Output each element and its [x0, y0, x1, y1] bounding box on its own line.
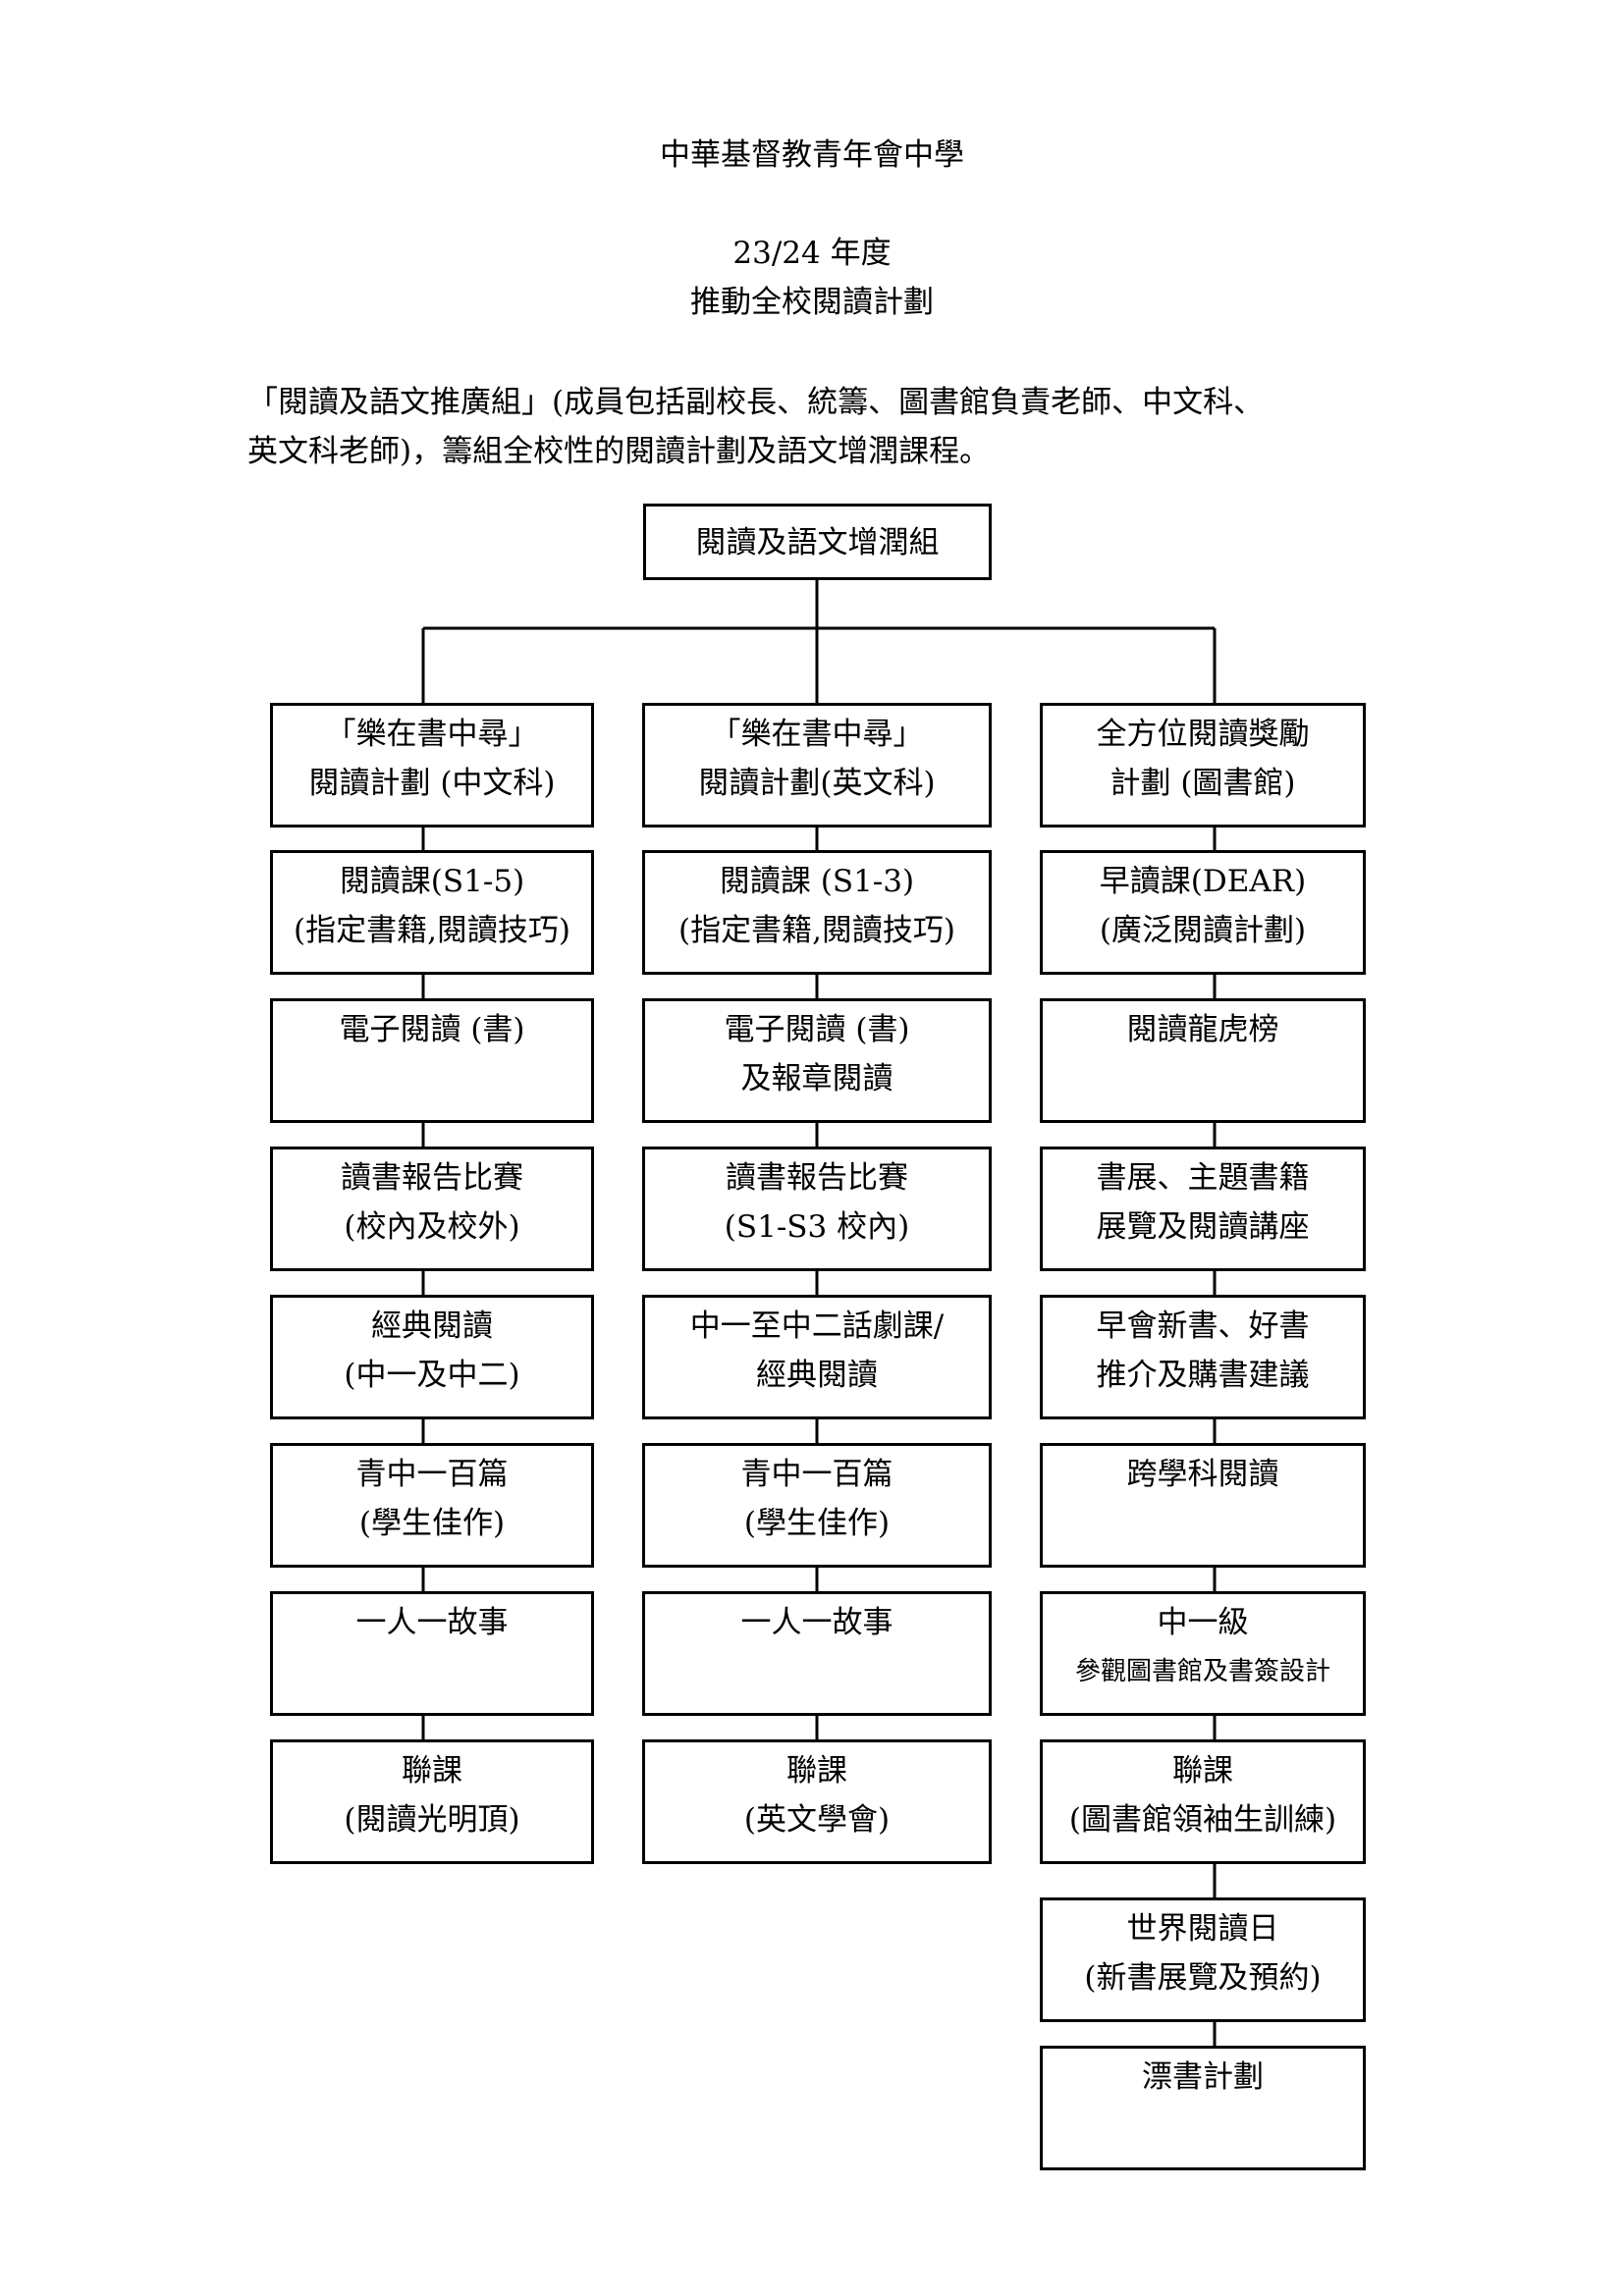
column-2-item-4-line-1: 中一至中二話劇課/: [689, 1308, 945, 1344]
column-3-item-6-line-1: 中一級: [1157, 1605, 1249, 1640]
column-2-item-5-line-1: 青中一百篇: [740, 1457, 893, 1492]
column-3-item-7-line-2: (圖書館領袖生訓練): [1068, 1802, 1337, 1838]
column-2-item-1: 閱讀課 (S1-3) (指定書籍,閱讀技巧): [642, 850, 992, 975]
root-box: 閱讀及語文增潤組: [643, 504, 992, 580]
column-2-item-2-line-1: 電子閱讀 (書): [724, 1012, 910, 1047]
column-1-item-1: 閱讀課(S1-5) (指定書籍,閱讀技巧): [270, 850, 594, 975]
column-3-item-5-line-2: [1043, 1499, 1363, 1548]
column-2-item-2: 電子閱讀 (書) 及報章閱讀: [642, 998, 992, 1123]
column-1-item-2: 電子閱讀 (書): [270, 998, 594, 1123]
column-2-item-7-line-2: (英文學會): [743, 1802, 891, 1838]
column-3-item-2: 閱讀龍虎榜: [1040, 998, 1366, 1123]
column-1-item-6-line-2: [273, 1647, 591, 1696]
column-2-item-3-line-1: 讀書報告比賽: [726, 1160, 908, 1196]
column-3-item-1-line-1: 早讀課(DEAR): [1099, 864, 1307, 899]
column-2-item-7: 聯課 (英文學會): [642, 1739, 992, 1864]
school-name: 中華基督教青年會中學: [660, 137, 964, 173]
column-1-item-4: 經典閱讀 (中一及中二): [270, 1295, 594, 1419]
column-1-item-5-line-1: 青中一百篇: [355, 1457, 509, 1492]
column-2-item-4-line-2: 經典閱讀: [756, 1358, 878, 1393]
column-1-item-6: 一人一故事: [270, 1591, 594, 1716]
column-3-item-9-line-2: [1043, 2102, 1363, 2151]
column-1-item-7: 聯課 (閱讀光明頂): [270, 1739, 594, 1864]
column-2-item-4: 中一至中二話劇課/經典閱讀: [642, 1295, 992, 1419]
column-1-item-1-line-1: 閱讀課(S1-5): [339, 864, 525, 899]
column-1-heading-line-2: 閱讀計劃 (中文科): [308, 766, 556, 801]
column-3-item-5: 跨學科閱讀: [1040, 1443, 1366, 1568]
school-year: 23/24 年度: [732, 236, 892, 271]
column-3-item-4-line-2: 推介及購書建議: [1096, 1358, 1310, 1393]
column-1-item-2-line-2: [273, 1054, 591, 1103]
column-2-item-3: 讀書報告比賽 (S1-S3 校內): [642, 1147, 992, 1271]
column-2-heading-line-2: 閱讀計劃(英文科): [698, 766, 936, 801]
plan-title: 推動全校閱讀計劃: [690, 285, 934, 320]
intro-paragraph-line-1: 「閱讀及語文推廣組」(成員包括副校長、統籌、圖書館負責老師、中文科、: [247, 385, 1265, 420]
column-2-heading-line-1: 「樂在書中尋」: [710, 717, 924, 752]
column-3-item-7: 聯課 (圖書館領袖生訓練): [1040, 1739, 1366, 1864]
column-2-item-5: 青中一百篇 (學生佳作): [642, 1443, 992, 1568]
root-label: 閱讀及語文增潤組: [695, 525, 940, 561]
column-3-item-1-line-2: (廣泛閱讀計劃): [1099, 913, 1307, 948]
column-1-item-2-line-1: 電子閱讀 (書): [339, 1012, 525, 1047]
column-3-item-3-line-1: 書展、主題書籍: [1096, 1160, 1310, 1196]
column-3-item-3-line-2: 展覽及閱讀講座: [1096, 1209, 1310, 1245]
column-3-item-8: 世界閱讀日 (新書展覽及預約): [1040, 1897, 1366, 2022]
column-2-item-1-line-2: (指定書籍,閱讀技巧): [677, 913, 956, 948]
column-3-item-8-line-2: (新書展覽及預約): [1084, 1960, 1322, 1996]
column-1-item-3-line-1: 讀書報告比賽: [341, 1160, 523, 1196]
column-2-item-6-line-1: 一人一故事: [740, 1605, 893, 1640]
column-2-item-1-line-1: 閱讀課 (S1-3): [719, 864, 915, 899]
column-1-item-3: 讀書報告比賽 (校內及校外): [270, 1147, 594, 1271]
column-3-item-1: 早讀課(DEAR) (廣泛閱讀計劃): [1040, 850, 1366, 975]
column-2-heading: 「樂在書中尋」閱讀計劃(英文科): [642, 703, 992, 828]
column-3-item-6-line-2: 參觀圖書館及書簽設計: [1074, 1657, 1330, 1686]
column-1-item-4-line-1: 經典閱讀: [371, 1308, 493, 1344]
column-3-heading-line-1: 全方位閱讀獎勵: [1096, 717, 1310, 752]
column-2-item-6-line-2: [645, 1647, 989, 1696]
column-1-item-7-line-1: 聯課: [402, 1753, 462, 1789]
column-1-item-4-line-2: (中一及中二): [344, 1358, 520, 1393]
column-2-item-7-line-1: 聯課: [786, 1753, 847, 1789]
intro-paragraph-line-2: 英文科老師)，籌組全校性的閱讀計劃及語文增潤課程。: [247, 434, 991, 469]
column-3-heading-line-2: 計劃 (圖書館): [1110, 766, 1296, 801]
column-3-item-8-line-1: 世界閱讀日: [1126, 1911, 1279, 1947]
column-3-item-3: 書展、主題書籍展覽及閱讀講座: [1040, 1147, 1366, 1271]
column-3-item-7-line-1: 聯課: [1172, 1753, 1233, 1789]
column-3-item-2-line-1: 閱讀龍虎榜: [1126, 1012, 1279, 1047]
column-3-item-6: 中一級參觀圖書館及書簽設計: [1040, 1591, 1366, 1716]
column-3-heading: 全方位閱讀獎勵計劃 (圖書館): [1040, 703, 1366, 828]
column-1-item-1-line-2: (指定書籍,閱讀技巧): [293, 913, 571, 948]
column-1-item-3-line-2: (校內及校外): [344, 1209, 520, 1245]
column-3-item-5-line-1: 跨學科閱讀: [1126, 1457, 1279, 1492]
column-3-item-4-line-1: 早會新書、好書: [1096, 1308, 1310, 1344]
column-1-item-5: 青中一百篇 (學生佳作): [270, 1443, 594, 1568]
column-1-item-6-line-1: 一人一故事: [355, 1605, 509, 1640]
column-3-item-9-line-1: 漂書計劃: [1142, 2059, 1264, 2095]
column-3-item-2-line-2: [1043, 1054, 1363, 1103]
column-1-item-7-line-2: (閱讀光明頂): [344, 1802, 520, 1838]
column-2-item-6: 一人一故事: [642, 1591, 992, 1716]
column-3-item-9: 漂書計劃: [1040, 2046, 1366, 2170]
column-1-heading: 「樂在書中尋」閱讀計劃 (中文科): [270, 703, 594, 828]
column-1-heading-line-1: 「樂在書中尋」: [325, 717, 539, 752]
column-2-item-2-line-2: 及報章閱讀: [740, 1061, 893, 1096]
column-2-item-5-line-2: (學生佳作): [743, 1506, 891, 1541]
column-2-item-3-line-2: (S1-S3 校內): [724, 1209, 910, 1245]
column-3-item-4: 早會新書、好書推介及購書建議: [1040, 1295, 1366, 1419]
column-1-item-5-line-2: (學生佳作): [358, 1506, 506, 1541]
